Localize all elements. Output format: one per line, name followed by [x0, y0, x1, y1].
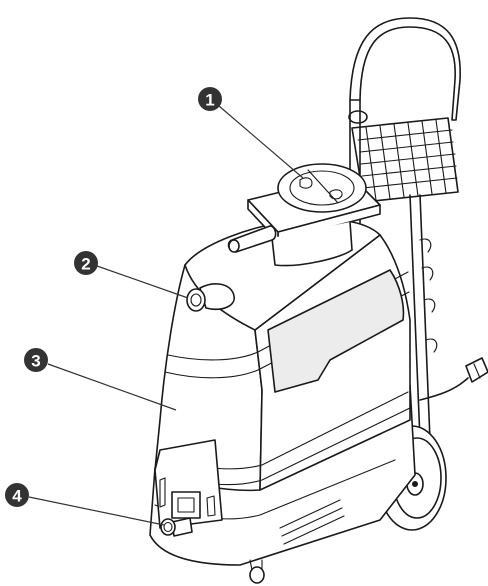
handle-frame [348, 17, 461, 441]
power-cord [419, 357, 488, 401]
callout-3-label: 3 [31, 352, 40, 371]
drain-valve [160, 517, 193, 537]
callout-2-label: 2 [81, 255, 90, 274]
accessory-basket [351, 117, 459, 203]
callout-4: 4 [5, 483, 29, 507]
callout-1-label: 1 [205, 91, 214, 110]
front-caster [249, 559, 265, 584]
callout-2: 2 [74, 251, 98, 275]
callout-4-label: 4 [12, 487, 22, 506]
hose-fitting [186, 283, 235, 312]
leader-line-1 [218, 105, 304, 179]
callout-3: 3 [24, 348, 48, 372]
leader-line-3 [47, 363, 177, 411]
leader-line-2 [96, 265, 189, 299]
leader-line-4 [28, 496, 165, 526]
machine-body [149, 218, 416, 566]
callout-1: 1 [198, 87, 222, 111]
